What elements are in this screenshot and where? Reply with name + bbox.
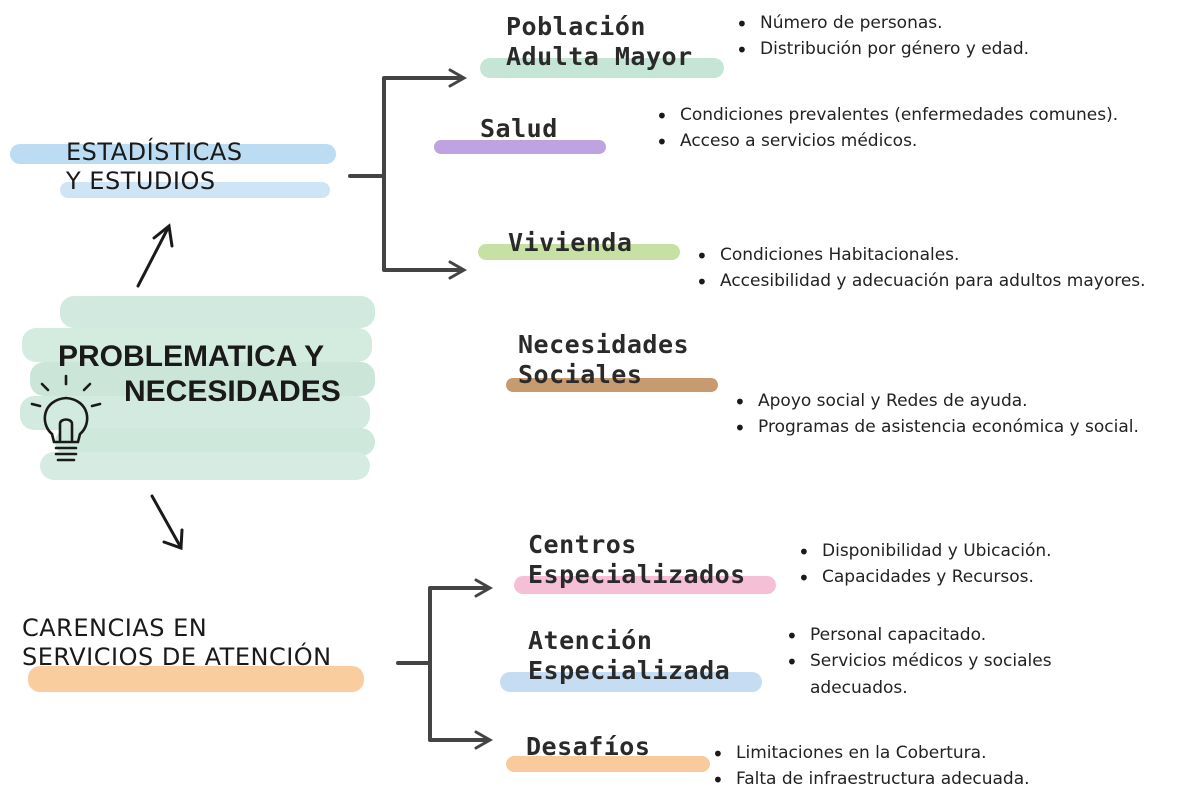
bullet-item: Apoyo social y Redes de ayuda.	[728, 387, 1168, 418]
center-title-line1: PROBLEMATICA Y	[58, 340, 325, 373]
topic-housing-bullets: Condiciones Habitacionales. Accesibilida…	[690, 241, 1150, 299]
bracket-stats	[348, 76, 464, 272]
category-stats-line1: ESTADÍSTICAS	[66, 138, 243, 166]
category-stats: ESTADÍSTICAS Y ESTUDIOS	[66, 138, 243, 196]
topic-social-line1: Necesidades	[518, 330, 690, 359]
topic-health-highlight	[434, 140, 606, 154]
bullet-item: Condiciones Habitacionales.	[690, 241, 1150, 272]
bullet-item: Disponibilidad y Ubicación.	[792, 537, 1162, 568]
bullet-item: Servicios médicos y sociales adecuados.	[780, 647, 1140, 701]
bullet-item: Capacidades y Recursos.	[792, 563, 1162, 594]
topic-housing: Vivienda	[508, 228, 632, 258]
topic-challenges-line1: Desafíos	[526, 732, 651, 761]
category-stats-line2: Y ESTUDIOS	[66, 166, 216, 195]
topic-care: Atención Especializada	[528, 626, 730, 686]
topic-challenges-bullets: Limitaciones en la Cobertura. Falta de i…	[706, 739, 1166, 797]
center-highlight	[22, 328, 372, 362]
topic-social-highlight	[506, 378, 718, 392]
category-services-highlight	[28, 666, 364, 692]
topic-social: Necesidades Sociales	[518, 330, 689, 390]
center-highlight	[60, 296, 375, 328]
topic-centers-line1: Centros	[528, 530, 637, 559]
topic-centers-highlight	[514, 576, 776, 594]
bullet-item: Distribución por género y edad.	[730, 35, 1170, 66]
topic-population-line2: Adulta Mayor	[506, 42, 693, 71]
topic-care-highlight	[500, 672, 762, 692]
center-title-line2: NECESIDADES	[124, 374, 341, 408]
topic-population-highlight	[480, 58, 724, 78]
topic-challenges-highlight	[506, 756, 710, 772]
topic-care-line2: Especializada	[528, 656, 731, 685]
arrow-up	[136, 226, 170, 288]
topic-centers: Centros Especializados	[528, 530, 746, 590]
topic-social-bullets: Apoyo social y Redes de ayuda. Programas…	[728, 387, 1168, 445]
topic-housing-highlight	[478, 244, 680, 260]
topic-population-line1: Población	[506, 12, 646, 41]
topic-housing-line1: Vivienda	[508, 228, 633, 257]
center-title: PROBLEMATICA Y NECESIDADES	[58, 340, 341, 409]
category-stats-highlight	[10, 144, 336, 164]
category-services-line2: SERVICIOS DE ATENCIÓN	[22, 642, 332, 671]
topic-health-bullets: Condiciones prevalentes (enfermedades co…	[650, 101, 1120, 159]
bullet-item: Falta de infraestructura adecuada.	[706, 765, 1166, 796]
lightbulb-icon	[30, 374, 102, 462]
center-highlight	[40, 452, 370, 480]
category-services-line1: CARENCIAS EN	[22, 614, 208, 642]
category-services: CARENCIAS EN SERVICIOS DE ATENCIÓN	[22, 614, 332, 672]
topic-care-line1: Atención	[528, 626, 653, 655]
arrow-down	[150, 494, 182, 548]
center-highlight	[55, 428, 375, 456]
topic-population-bullets: Número de personas. Distribución por gén…	[730, 9, 1170, 67]
topic-care-bullets: Personal capacitado. Servicios médicos y…	[780, 621, 1140, 701]
topic-health-line1: Salud	[480, 114, 558, 143]
center-highlight	[30, 362, 375, 396]
topic-health: Salud	[480, 114, 558, 144]
bullet-item: Programas de asistencia económica y soci…	[728, 413, 1168, 444]
topic-population: Población Adulta Mayor	[506, 12, 693, 72]
bullet-item: Personal capacitado.	[780, 621, 1140, 652]
bullet-item: Número de personas.	[730, 9, 1170, 40]
topic-social-line2: Sociales	[518, 360, 643, 389]
topic-centers-bullets: Disponibilidad y Ubicación. Capacidades …	[792, 537, 1162, 595]
topic-challenges: Desafíos	[526, 732, 650, 762]
topic-centers-line2: Especializados	[528, 560, 746, 589]
bullet-item: Condiciones prevalentes (enfermedades co…	[650, 101, 1120, 132]
bracket-services	[396, 586, 488, 742]
bullet-item: Accesibilidad y adecuación para adultos …	[690, 267, 1150, 298]
bullet-item: Acceso a servicios médicos.	[650, 127, 1120, 158]
category-stats-highlight	[60, 182, 330, 198]
bullet-item: Limitaciones en la Cobertura.	[706, 739, 1166, 770]
